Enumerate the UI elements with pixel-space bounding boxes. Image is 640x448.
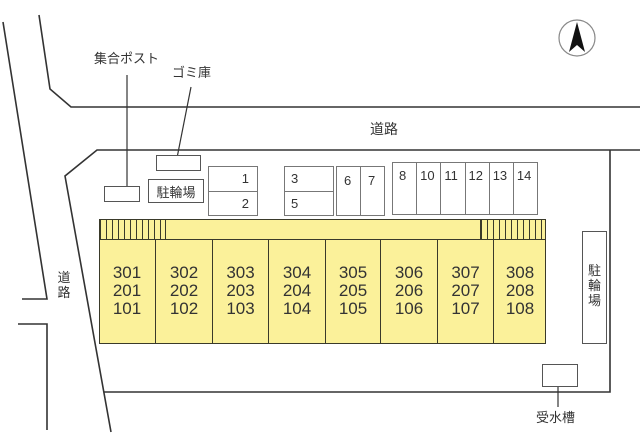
- bicycle-parking-label-char: 場: [587, 293, 601, 309]
- road-label-left-char: 道: [57, 271, 71, 286]
- corridor: [100, 220, 545, 240]
- road-edge-left-lower: [18, 323, 48, 430]
- parking-group-3-5: 3 5: [284, 166, 334, 216]
- mailbox-label: 集合ポスト: [94, 52, 160, 67]
- parking-space-number: 5: [291, 196, 299, 211]
- parking-group-6-7: 6 7: [336, 166, 385, 216]
- bicycle-parking-label-char: 駐: [587, 264, 601, 280]
- road-edge-top-lower: [38, 14, 640, 108]
- property-boundary: [64, 149, 640, 433]
- property-boundary-bottom: [104, 150, 611, 393]
- parking-space-number: 7: [368, 173, 376, 188]
- road-edge-left-outer: [2, 21, 48, 300]
- parking-group-8-14: 8 10 11 12 13 14: [392, 162, 538, 215]
- parking-space-number: 3: [291, 171, 299, 186]
- parking-space-number: 1: [241, 171, 249, 186]
- parking-space-number: 13: [492, 168, 508, 183]
- parking-space-number: 11: [444, 168, 458, 183]
- bicycle-parking-left: 駐輪場: [148, 179, 204, 203]
- garbage-leader-line: [175, 86, 192, 164]
- garbage-storage-label: ゴミ庫: [172, 66, 212, 81]
- parking-space-number: 2: [241, 196, 249, 211]
- road-label-top: 道路: [370, 122, 398, 138]
- parking-space-number: 10: [420, 168, 435, 183]
- water-tank: [542, 364, 578, 387]
- parking-group-1-2: 1 2: [208, 166, 258, 216]
- north-arrow-icon: [557, 18, 597, 58]
- water-tank-label: 受水槽: [536, 411, 576, 426]
- mailbox: [104, 186, 140, 202]
- apartment-building: [99, 219, 546, 344]
- parking-space-number: 12: [468, 168, 483, 183]
- bicycle-parking-label: 駐輪場: [156, 185, 196, 201]
- bicycle-parking-label-char: 輪: [587, 279, 601, 295]
- stairs-left: [100, 220, 166, 239]
- parking-space-number: 6: [344, 173, 352, 188]
- parking-space-number: 14: [516, 168, 532, 183]
- garbage-storage: [156, 155, 201, 171]
- road-label-left: 道 路: [57, 271, 71, 302]
- road-label-left-char: 路: [57, 285, 71, 301]
- stairs-right: [480, 220, 545, 239]
- bicycle-parking-right: 駐 輪 場: [582, 231, 607, 344]
- parking-space-number: 8: [399, 168, 407, 183]
